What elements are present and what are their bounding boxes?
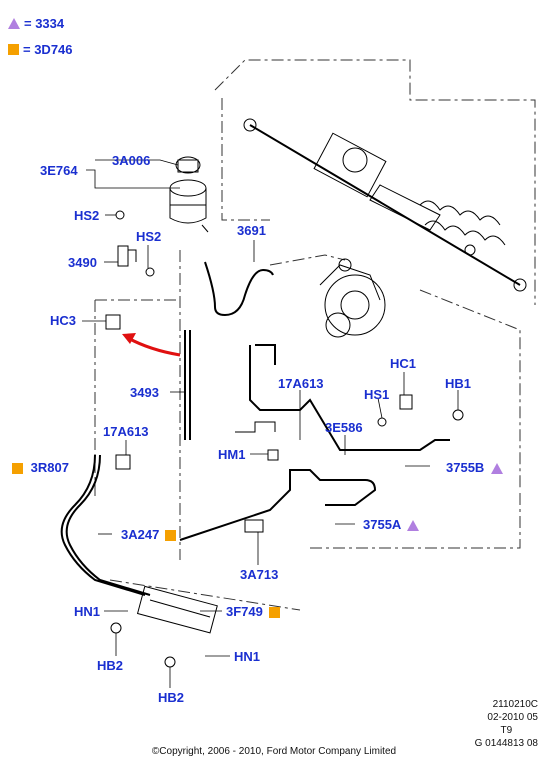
fluid-reservoir bbox=[169, 156, 209, 233]
clamp-3a713 bbox=[244, 519, 264, 533]
clamp-hc1 bbox=[399, 394, 413, 410]
part-label-3755b[interactable]: 3755B bbox=[446, 460, 507, 475]
oil-cooler bbox=[136, 585, 218, 634]
red-arrowhead bbox=[122, 333, 136, 344]
reference-line-1: 2110210C bbox=[492, 699, 538, 710]
part-label-3e764[interactable]: 3E764 bbox=[40, 163, 78, 178]
part-label-3755a[interactable]: 3755A bbox=[363, 517, 423, 532]
legend-triangle-row: = 3334 bbox=[8, 16, 64, 31]
bolt-hs1 bbox=[377, 417, 387, 427]
part-label-hm1[interactable]: HM1 bbox=[218, 447, 246, 462]
square-marker-icon bbox=[268, 607, 280, 619]
red-direction-arrow bbox=[127, 336, 181, 357]
part-label-hb2-a[interactable]: HB2 bbox=[97, 658, 124, 673]
part-label-hs2-a[interactable]: HS2 bbox=[74, 208, 100, 223]
legend-square-row: = 3D746 bbox=[8, 42, 73, 57]
part-label-hc3[interactable]: HC3 bbox=[50, 313, 77, 328]
reference-line-3: T9 bbox=[500, 725, 513, 736]
hose-bracket-line bbox=[109, 579, 301, 611]
reference-line-4: G 0144813 08 bbox=[474, 738, 538, 749]
leader-3e764 bbox=[86, 169, 180, 189]
lower-boundary-line bbox=[310, 490, 521, 549]
steering-rack bbox=[243, 118, 527, 292]
square-marker-icon bbox=[164, 530, 176, 542]
return-hose bbox=[184, 330, 191, 440]
legend-label-3d746: = 3D746 bbox=[23, 42, 73, 57]
part-label-3a247[interactable]: 3A247 bbox=[121, 527, 180, 542]
part-label-hs1[interactable]: HS1 bbox=[364, 387, 390, 402]
part-label-hn1-b[interactable]: HN1 bbox=[234, 649, 261, 664]
part-label-3f749[interactable]: 3F749 bbox=[226, 604, 284, 619]
pump-boundary-line bbox=[269, 254, 346, 266]
bolt-hb1 bbox=[452, 409, 464, 421]
leader-hs1 bbox=[377, 397, 383, 419]
square-marker-icon bbox=[8, 44, 19, 55]
leader-3a006 bbox=[95, 159, 179, 166]
part-label-3r807-text: 3R807 bbox=[30, 460, 69, 475]
copyright-text: ©Copyright, 2006 - 2010, Ford Motor Comp… bbox=[151, 746, 397, 757]
part-label-hn1-a[interactable]: HN1 bbox=[74, 604, 101, 619]
part-label-3e586[interactable]: 3E586 bbox=[325, 420, 363, 435]
reference-block: 2110210C 02-2010 05 T9 G 0144813 08 bbox=[475, 698, 538, 750]
part-label-3a006[interactable]: 3A006 bbox=[112, 153, 151, 168]
part-label-hb1[interactable]: HB1 bbox=[445, 376, 472, 391]
part-label-17a613-a[interactable]: 17A613 bbox=[103, 424, 149, 439]
part-label-3f749-text: 3F749 bbox=[226, 604, 263, 619]
rack-boundary-line-inner bbox=[221, 98, 270, 221]
pressure-line-bracket bbox=[235, 421, 276, 433]
clamp-hm1 bbox=[267, 449, 279, 461]
part-label-3493[interactable]: 3493 bbox=[130, 385, 159, 400]
legend-label-3334: = 3334 bbox=[24, 16, 65, 31]
clamp-17a613 bbox=[115, 454, 131, 470]
part-label-3755b-text: 3755B bbox=[446, 460, 485, 475]
part-label-3691[interactable]: 3691 bbox=[237, 223, 266, 238]
supply-hose bbox=[204, 261, 274, 317]
pressure-line bbox=[249, 344, 450, 451]
lower-return-pipe bbox=[179, 469, 377, 541]
part-label-3a713[interactable]: 3A713 bbox=[240, 567, 279, 582]
part-label-hs2-b[interactable]: HS2 bbox=[136, 229, 162, 244]
part-label-3r807[interactable]: 3R807 bbox=[12, 460, 69, 475]
square-marker-icon bbox=[12, 463, 23, 475]
part-label-3755a-text: 3755A bbox=[363, 517, 401, 532]
triangle-marker-icon bbox=[407, 520, 420, 532]
cooler-hose bbox=[60, 454, 151, 596]
part-label-3490[interactable]: 3490 bbox=[68, 255, 97, 270]
pump-boundary-line-right bbox=[419, 289, 521, 490]
reference-line-2: 02-2010 05 bbox=[487, 712, 538, 723]
bolt-hb2-b bbox=[164, 656, 176, 668]
part-label-3a247-text: 3A247 bbox=[121, 527, 160, 542]
power-steering-pump bbox=[319, 258, 386, 338]
triangle-marker-icon bbox=[8, 18, 20, 29]
clamp-hc3 bbox=[105, 314, 121, 330]
part-label-hb2-b[interactable]: HB2 bbox=[158, 690, 185, 705]
part-label-17a613-b[interactable]: 17A613 bbox=[278, 376, 324, 391]
bolt-hb2-a bbox=[110, 622, 122, 634]
triangle-marker-icon bbox=[490, 463, 503, 475]
part-label-hc1[interactable]: HC1 bbox=[390, 356, 417, 371]
